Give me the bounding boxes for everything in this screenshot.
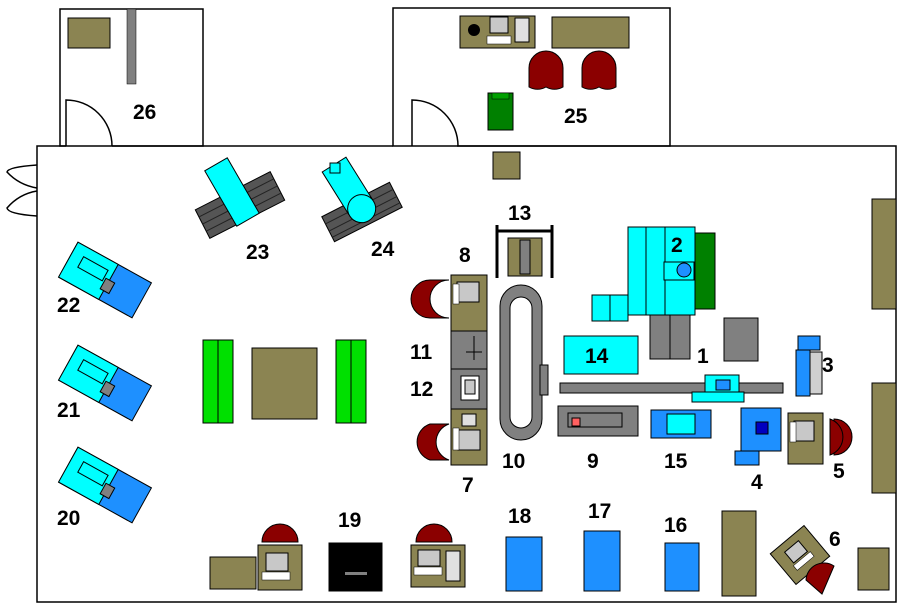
- label-10: 10: [502, 450, 525, 473]
- machine-1: [559, 374, 784, 403]
- station-6: [769, 524, 835, 595]
- machine-14: [563, 335, 639, 375]
- label-18: 18: [508, 505, 532, 528]
- walls: [6, 7, 897, 603]
- machine-21: [57, 344, 153, 422]
- label-24: 24: [371, 238, 395, 261]
- label-23: 23: [246, 241, 269, 264]
- machine-22: [57, 241, 153, 319]
- chair-8: [410, 279, 450, 319]
- tower-25: [514, 17, 530, 43]
- label-6: 6: [829, 528, 841, 551]
- machine-15: [650, 409, 712, 439]
- room-25-furniture: [459, 15, 630, 180]
- label-5: 5: [833, 460, 845, 483]
- small-table-hall: [492, 151, 521, 180]
- machine-20: [57, 446, 153, 524]
- room-25-wall: [392, 7, 671, 147]
- green-cabinet-top: [491, 92, 510, 100]
- chair-25a: [528, 50, 564, 90]
- main-hall-wall: [36, 145, 897, 603]
- center-table: [251, 347, 318, 420]
- machine-9: [557, 405, 639, 437]
- machine-3: [795, 335, 823, 397]
- label-19: 19: [338, 509, 361, 532]
- conveyor-10: [499, 284, 549, 441]
- label-14: 14: [585, 345, 609, 368]
- center-table-group: [202, 339, 367, 424]
- machine-13: [495, 225, 554, 278]
- chair-25b: [581, 50, 617, 90]
- machine-23: [194, 157, 286, 239]
- station-bottom-mid: [410, 523, 466, 588]
- cyan-unit: [591, 294, 629, 322]
- phone-icon: [468, 24, 480, 36]
- label-16: 16: [664, 514, 687, 537]
- monitor-25: [489, 16, 509, 34]
- label-7: 7: [462, 474, 474, 497]
- double-door-left: [6, 164, 38, 217]
- label-4: 4: [751, 471, 763, 494]
- label-21: 21: [57, 399, 81, 422]
- right-cabinet-bottom: [871, 382, 897, 494]
- small-cabinet-corner: [857, 547, 890, 591]
- machine-18: [505, 536, 543, 592]
- gray-cabinet: [723, 317, 759, 362]
- desk-room-26: [67, 17, 111, 49]
- label-2: 2: [671, 234, 683, 257]
- machine-17: [583, 530, 621, 592]
- pole-room-26: [126, 8, 137, 85]
- keyboard-25: [486, 35, 512, 45]
- label-15: 15: [664, 450, 688, 473]
- label-1: 1: [697, 345, 709, 368]
- tall-cabinet-bottom: [721, 510, 757, 597]
- machine-4: [734, 407, 782, 466]
- machine-16: [664, 542, 700, 592]
- machine-24: [321, 156, 403, 243]
- station-labels: 1 2 3 4 5 6 7 8 9 10 11 12 13 14 15 16 1…: [57, 101, 845, 551]
- door-room-25: [411, 99, 459, 147]
- station-column: [410, 274, 488, 466]
- label-25: 25: [564, 105, 588, 128]
- label-11: 11: [410, 341, 433, 364]
- right-cabinet-top: [871, 198, 897, 310]
- machine-2: [627, 226, 716, 360]
- label-9: 9: [587, 450, 599, 473]
- bottom-left-desks: [209, 523, 303, 591]
- room-26-furniture: [67, 8, 137, 85]
- door-room-26: [65, 99, 113, 147]
- label-20: 20: [57, 507, 80, 530]
- chair-7: [416, 423, 450, 461]
- desk-25b: [551, 16, 630, 49]
- machine-19: [328, 542, 383, 592]
- label-17: 17: [588, 500, 611, 523]
- label-3: 3: [822, 354, 834, 377]
- unit-11: [450, 330, 488, 370]
- label-13: 13: [508, 202, 531, 225]
- label-26: 26: [133, 101, 156, 124]
- label-12: 12: [410, 378, 433, 401]
- label-8: 8: [459, 244, 471, 267]
- station-5: [787, 412, 853, 465]
- label-22: 22: [57, 294, 80, 317]
